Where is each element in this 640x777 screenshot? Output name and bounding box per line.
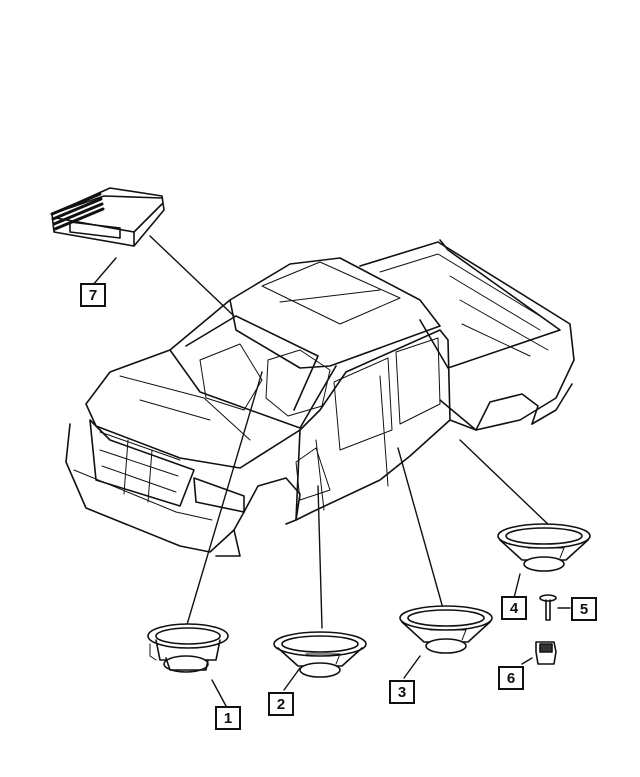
callout-6: 6 bbox=[498, 666, 524, 690]
speaker-4 bbox=[497, 523, 591, 572]
screw-fastener bbox=[539, 594, 557, 621]
amplifier-module bbox=[50, 187, 165, 247]
callout-2: 2 bbox=[268, 692, 294, 716]
callout-1: 1 bbox=[215, 706, 241, 730]
callout-3: 3 bbox=[389, 680, 415, 704]
speaker-3 bbox=[399, 605, 493, 654]
callout-4: 4 bbox=[501, 596, 527, 620]
callout-7: 7 bbox=[80, 283, 106, 307]
leader-lines bbox=[91, 235, 571, 707]
speaker-2 bbox=[273, 631, 367, 678]
callout-5: 5 bbox=[571, 597, 597, 621]
truck-body bbox=[65, 239, 575, 557]
clip-nut bbox=[535, 641, 557, 665]
speaker-1 bbox=[147, 623, 229, 673]
